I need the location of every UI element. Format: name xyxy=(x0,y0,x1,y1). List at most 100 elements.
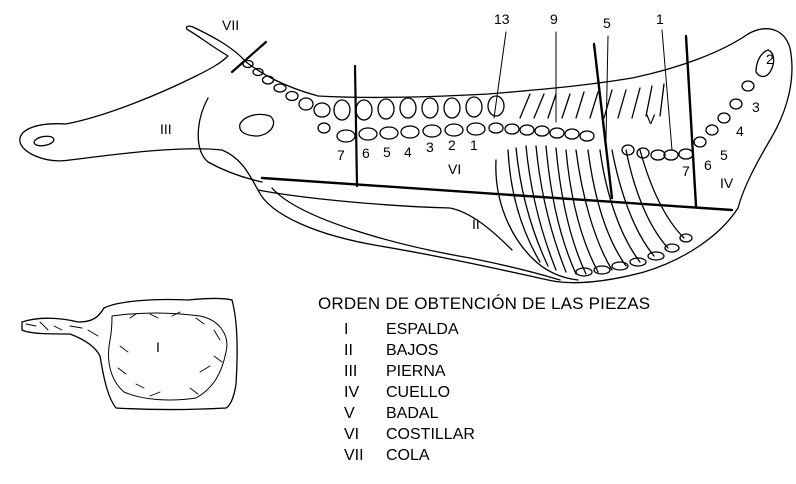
cut-line-pierna xyxy=(355,66,357,186)
espalda-texture xyxy=(118,312,222,396)
bajos-lower-line xyxy=(272,188,560,280)
legend-piece-name: BAJOS xyxy=(386,342,438,360)
rib-cage-outline xyxy=(496,160,578,280)
rib-head xyxy=(562,94,570,118)
rib-head xyxy=(660,84,664,116)
spinous-process xyxy=(314,103,330,117)
rib-head xyxy=(604,90,612,118)
vertebral-body xyxy=(359,128,377,140)
cervical-vertebra xyxy=(622,145,634,155)
callout-5: 5 xyxy=(603,15,611,31)
callout-leader-5 xyxy=(606,36,608,140)
cervical-vertebra xyxy=(651,150,665,160)
rib xyxy=(536,146,566,272)
spinous-process xyxy=(378,99,394,119)
spinous-process xyxy=(444,98,460,118)
legend-numeral: II xyxy=(344,342,386,360)
label-region-vi: VI xyxy=(448,161,461,177)
rib-head xyxy=(632,88,640,118)
thoracic-vertebra xyxy=(565,129,579,139)
rib-head xyxy=(534,94,544,118)
sternebra xyxy=(665,244,679,252)
callout-9: 9 xyxy=(550,11,558,27)
vertebral-body xyxy=(337,130,355,142)
thoracic-vertebra xyxy=(535,126,549,136)
espalda-piece-outline xyxy=(22,299,237,410)
rib xyxy=(576,150,612,270)
lumbar-number: 4 xyxy=(404,144,412,160)
vertebral-body xyxy=(380,127,398,139)
thoracic-vertebra xyxy=(505,124,519,134)
cut-line-badal-rear xyxy=(594,44,612,198)
spinous-process xyxy=(356,100,372,120)
spinous-process xyxy=(299,98,313,110)
lumbar-number: 2 xyxy=(448,137,456,153)
label-region-i: I xyxy=(156,339,160,355)
cervical-number: 6 xyxy=(704,157,712,173)
thoracic-vertebra xyxy=(580,131,594,141)
tail-vertebra xyxy=(263,76,274,84)
lumbar-number: 1 xyxy=(470,137,478,153)
legend-item: VIICOLA xyxy=(344,444,778,465)
vertebral-body xyxy=(445,124,463,136)
legend-title: ORDEN DE OBTENCIÓN DE LAS PIEZAS xyxy=(318,294,778,314)
leg-eye xyxy=(33,135,54,147)
thoracic-vertebra xyxy=(489,123,503,133)
cervical-vertebra xyxy=(706,125,718,135)
lumbar-number: 6 xyxy=(362,145,370,161)
rib-head xyxy=(576,92,584,118)
pierna-contour xyxy=(198,98,262,182)
cervical-vertebra xyxy=(730,99,742,109)
cervical-number: 4 xyxy=(736,123,744,139)
cervical-number: 3 xyxy=(752,99,760,115)
thoracic-vertebra xyxy=(550,128,564,138)
legend: ORDEN DE OBTENCIÓN DE LAS PIEZAS IESPALD… xyxy=(318,294,778,465)
rib xyxy=(556,148,586,274)
legend-numeral: VII xyxy=(344,447,386,465)
spinous-process xyxy=(400,98,416,118)
vertebral-body xyxy=(318,123,330,133)
callout-1: 1 xyxy=(656,11,664,27)
rib-head xyxy=(520,94,530,118)
legend-numeral: III xyxy=(344,363,386,381)
spinous-process xyxy=(466,97,482,117)
cervical-vertebra xyxy=(679,149,693,159)
legend-numeral: I xyxy=(344,321,386,339)
cervical-number: 7 xyxy=(682,163,690,179)
label-region-ii: II xyxy=(472,216,480,232)
rib xyxy=(600,150,640,262)
vertebral-body xyxy=(401,126,419,138)
rib xyxy=(640,150,684,238)
legend-piece-name: PIERNA xyxy=(386,363,446,381)
tail-vertebra xyxy=(286,92,298,101)
cervical-vertebra xyxy=(694,137,706,147)
lumbar-number: 7 xyxy=(337,147,345,163)
spinous-process xyxy=(422,98,438,118)
legend-item: IESPALDA xyxy=(344,318,778,339)
rib-head xyxy=(548,94,556,118)
label-region-iv: IV xyxy=(720,175,734,191)
vertebral-body xyxy=(467,123,485,135)
vertebral-body xyxy=(423,125,441,137)
label-region-v: V xyxy=(646,111,656,127)
legend-numeral: V xyxy=(344,405,386,423)
cervical-vertebra xyxy=(637,148,649,158)
cervical-number: 2 xyxy=(766,51,774,67)
cervical-vertebra xyxy=(718,113,730,123)
rib-head xyxy=(618,90,626,118)
lumbar-number: 3 xyxy=(426,139,434,155)
thoracic-vertebra xyxy=(520,125,534,135)
legend-piece-name: COLA xyxy=(386,447,430,465)
label-region-iii: III xyxy=(160,121,172,137)
lumbar-number: 5 xyxy=(383,144,391,160)
legend-piece-name: CUELLO xyxy=(386,384,450,402)
tail-vertebra xyxy=(274,84,286,92)
legend-numeral: VI xyxy=(344,426,386,444)
pelvis-bone xyxy=(240,114,274,136)
rib xyxy=(626,150,668,248)
cervical-number: 5 xyxy=(720,147,728,163)
